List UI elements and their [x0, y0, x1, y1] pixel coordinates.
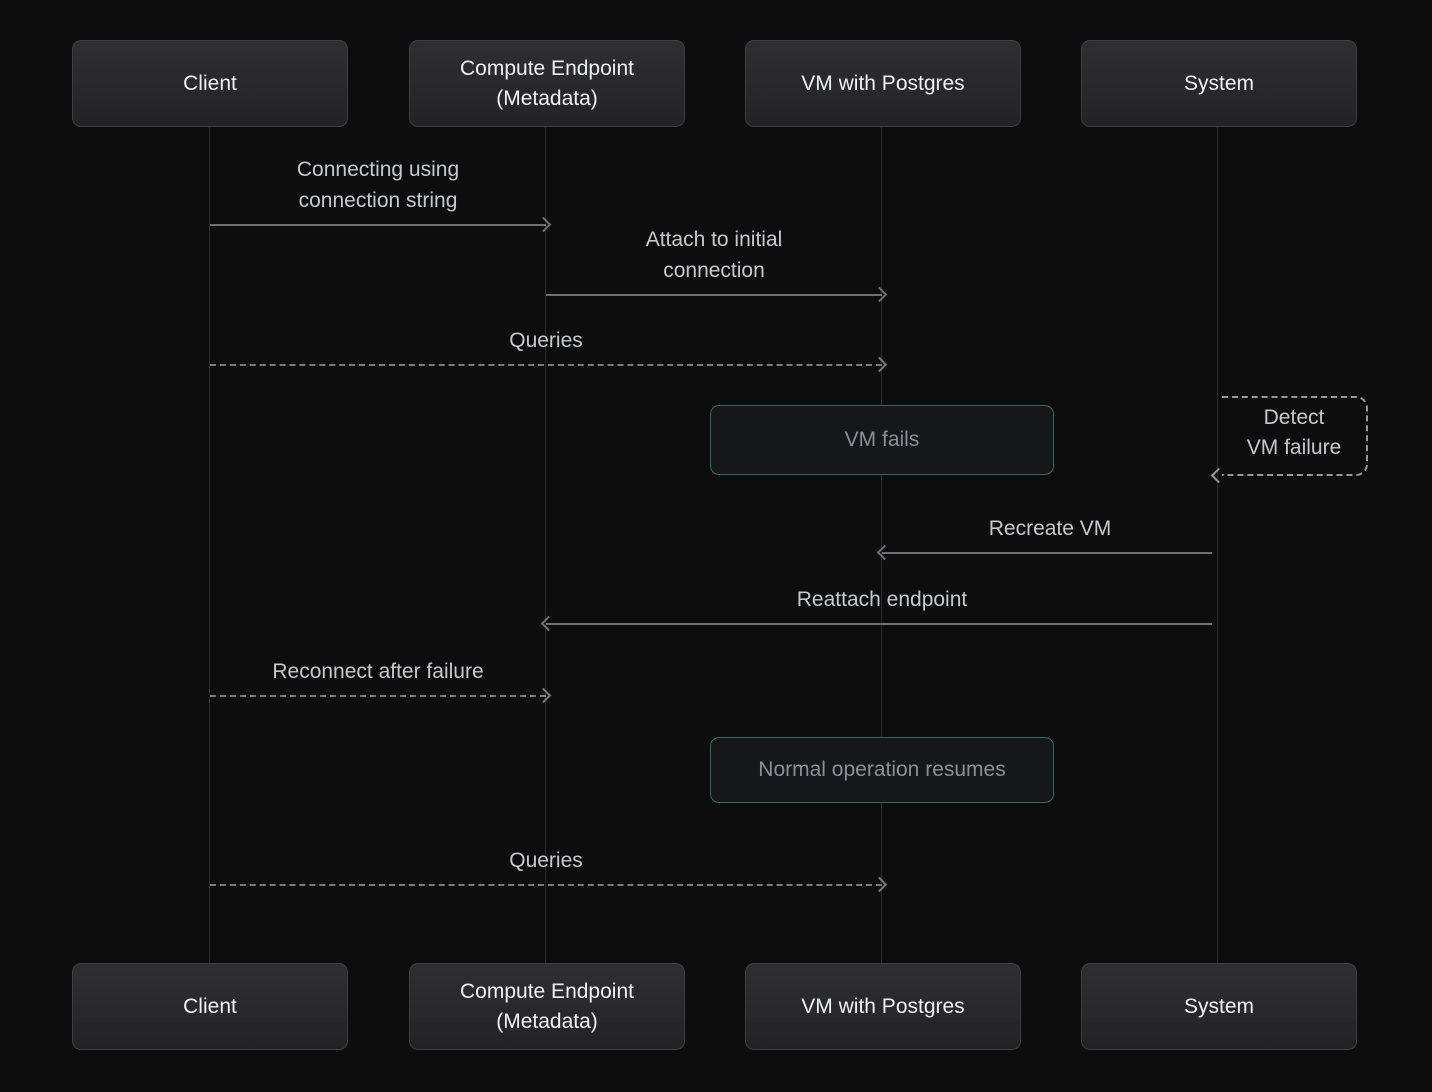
actor-bottom-system: System [1081, 963, 1357, 1050]
message-label: Reattach endpoint [796, 588, 968, 611]
note-vm-fails: VM fails [710, 405, 1054, 475]
actor-top-client: Client [72, 40, 348, 127]
arrowhead-right-icon [535, 216, 552, 233]
arrowhead-left-icon [540, 615, 557, 632]
actor-top-compute-endpoint: Compute Endpoint (Metadata) [409, 40, 685, 127]
actor-label: VM with Postgres [801, 71, 965, 95]
message-arrow [546, 286, 888, 303]
arrowhead-right-icon [871, 876, 888, 893]
arrowhead-right-icon [535, 687, 552, 704]
lifeline-system [1217, 127, 1218, 963]
actor-label: Compute Endpoint (Metadata) [460, 979, 634, 1033]
actor-bottom-compute-endpoint: Compute Endpoint (Metadata) [409, 963, 685, 1050]
arrowhead-left-icon [876, 544, 893, 561]
message-arrow [210, 216, 552, 233]
actor-top-vm-postgres: VM with Postgres [745, 40, 1021, 127]
lifeline-compute-endpoint [545, 127, 546, 963]
actor-bottom-client: Client [72, 963, 348, 1050]
message-arrow [210, 876, 888, 893]
message-label: Queries [509, 849, 583, 872]
actor-label: Client [183, 994, 237, 1018]
actor-label: Compute Endpoint (Metadata) [460, 56, 634, 110]
note-label: VM fails [844, 428, 920, 451]
self-message-label: Detect VM failure [1246, 406, 1342, 459]
message-label: Attach to initial connection [645, 228, 783, 282]
arrowhead-right-icon [871, 356, 888, 373]
message-label: Queries [509, 329, 583, 352]
actor-label: System [1183, 71, 1254, 95]
self-message-detect-vm-failure: Detect VM failure [1210, 396, 1368, 484]
message-arrow [876, 544, 1212, 561]
message-arrow [210, 687, 552, 704]
arrowhead-right-icon [871, 286, 888, 303]
lifeline-vm-postgres [881, 127, 882, 963]
actor-label: VM with Postgres [801, 994, 965, 1018]
message-arrow [210, 356, 888, 373]
arrowhead-left-icon [1210, 467, 1227, 484]
actor-label: Client [183, 71, 237, 95]
note-normal-operation-resumes: Normal operation resumes [710, 737, 1054, 803]
message-label: Connecting using connection string [296, 158, 460, 212]
message-label: Recreate VM [988, 517, 1112, 540]
message-label: Reconnect after failure [272, 660, 484, 683]
actor-label: System [1183, 994, 1254, 1018]
lifeline-client [209, 127, 210, 963]
message-arrow [540, 615, 1212, 632]
actor-bottom-vm-postgres: VM with Postgres [745, 963, 1021, 1050]
actor-top-system: System [1081, 40, 1357, 127]
note-label: Normal operation resumes [758, 758, 1006, 781]
